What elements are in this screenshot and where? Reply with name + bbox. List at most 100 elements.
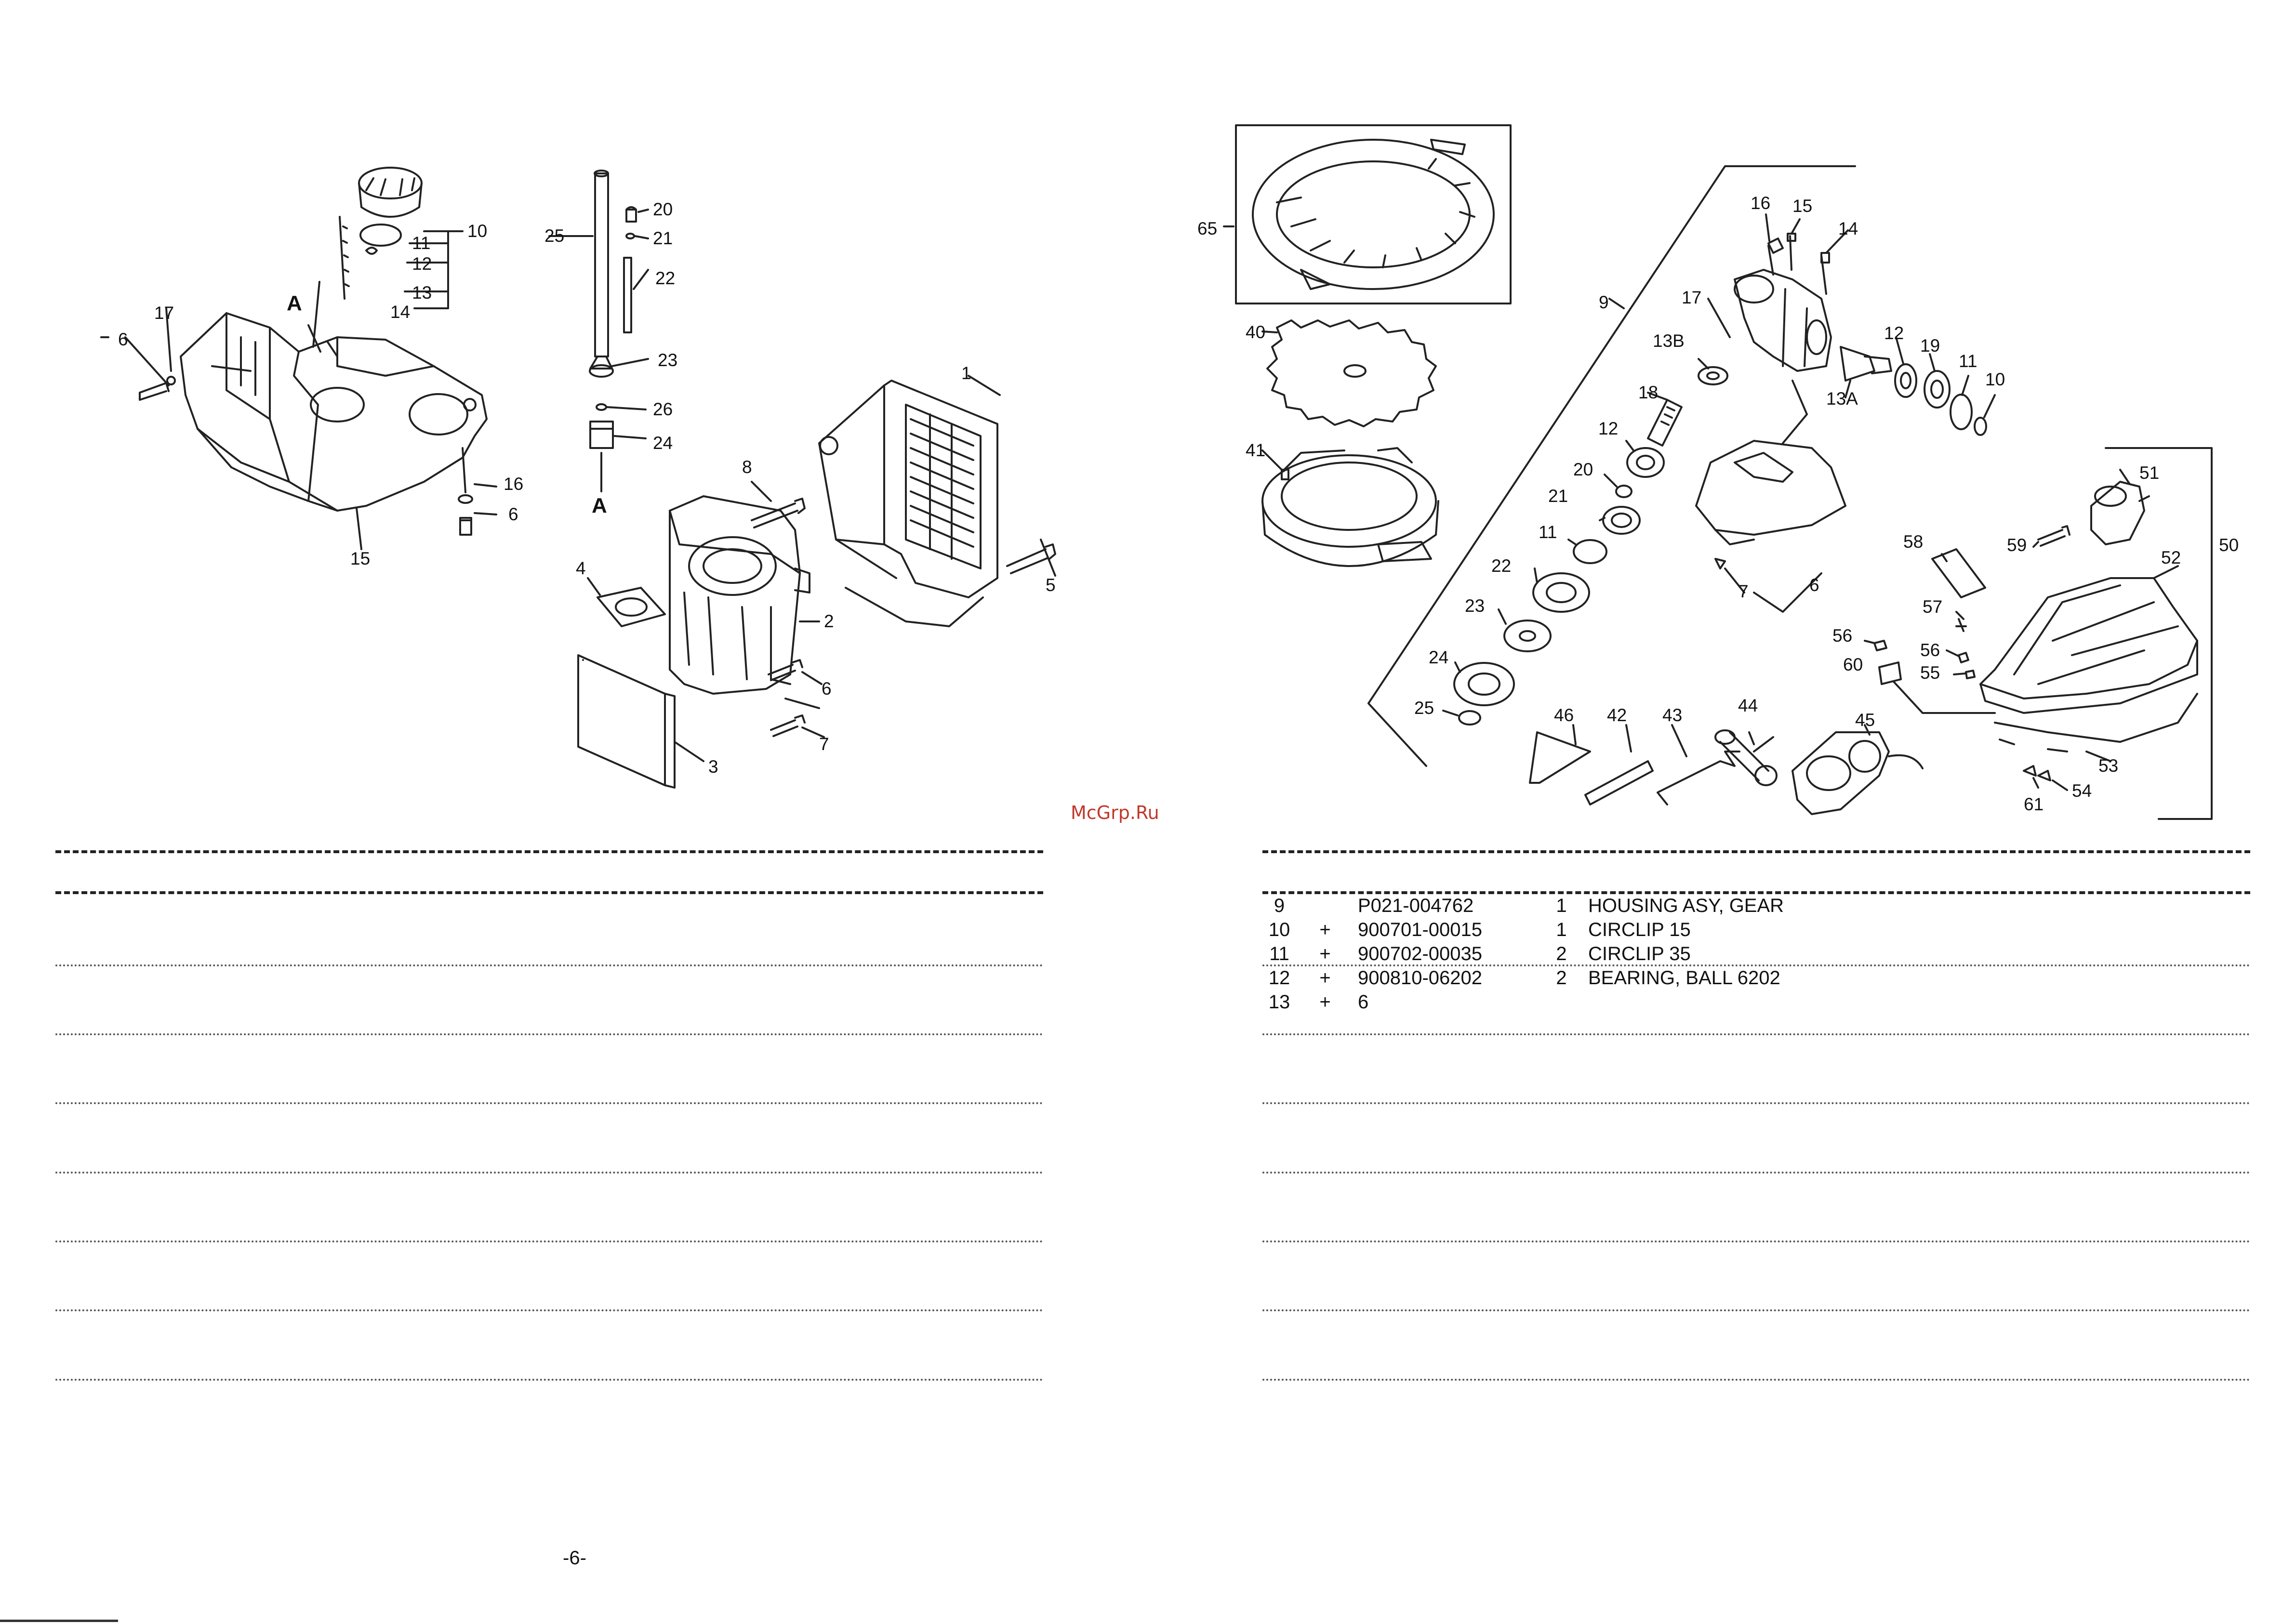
box-wrench-drawing xyxy=(1715,730,1777,785)
left-dotted-row xyxy=(55,1172,1043,1174)
left-dotted-row xyxy=(55,1102,1043,1104)
shaft-assembly-drawing xyxy=(549,171,648,491)
callout-59: 59 xyxy=(2007,535,2027,555)
part-number: 900701-00015 xyxy=(1358,919,1483,940)
right-dotted-row xyxy=(1262,964,2250,966)
callout-15: 15 xyxy=(1792,196,1813,216)
callout-22: 22 xyxy=(655,268,676,288)
right-dotted-row xyxy=(1262,1172,2250,1174)
callout-25: 25 xyxy=(1414,698,1434,718)
callout-12-left: 12 xyxy=(1598,419,1619,438)
left-dotted-row xyxy=(55,1240,1043,1242)
callout-40: 40 xyxy=(1246,322,1266,342)
part-quantity: 1 xyxy=(1556,919,1567,940)
callout-57: 57 xyxy=(1923,597,1943,617)
callout-4: 4 xyxy=(576,558,586,578)
scan-edge-mark xyxy=(0,1620,118,1622)
grass-shield-drawing xyxy=(1980,578,2197,742)
callout-16: 16 xyxy=(504,474,524,494)
goggles-drawing xyxy=(1792,732,1923,814)
callout-2: 2 xyxy=(824,611,834,631)
part-item-number: 12 xyxy=(1268,967,1290,989)
callout-1: 1 xyxy=(961,363,971,383)
callout-5: 5 xyxy=(1046,575,1056,595)
callout-13B: 13B xyxy=(1653,331,1685,351)
part-quantity xyxy=(1543,990,1579,1014)
part-mark: + xyxy=(1319,919,1331,940)
right-dotted-row xyxy=(1262,1102,2250,1104)
guard-mount-drawing xyxy=(2091,482,2149,544)
muffler-cover-drawing xyxy=(819,376,1000,626)
callout-11-left: 11 xyxy=(1539,522,1557,542)
fuel-tank-drawing xyxy=(181,313,487,511)
callout-52: 52 xyxy=(2161,548,2181,567)
part-item-number: 13 xyxy=(1268,991,1290,1013)
callout-20: 20 xyxy=(1573,460,1593,479)
callout-21: 21 xyxy=(1548,486,1568,506)
part-item-number: 11 xyxy=(1269,943,1289,964)
muffler-body-drawing xyxy=(670,496,819,708)
callout-9: 9 xyxy=(1599,292,1609,312)
callout-16: 16 xyxy=(1751,193,1771,213)
callout-17: 17 xyxy=(1682,288,1702,307)
part-number: 6 xyxy=(1358,991,1369,1013)
callout-60: 60 xyxy=(1843,655,1863,674)
part-description: HOUSING ASY, GEAR xyxy=(1588,895,1784,916)
callout-15: 15 xyxy=(350,549,371,568)
left-dotted-row xyxy=(55,1309,1043,1311)
callout-58: 58 xyxy=(1903,532,1924,552)
callout-23: 23 xyxy=(658,350,678,370)
part-mark: + xyxy=(1319,943,1331,964)
callout-42: 42 xyxy=(1607,705,1627,725)
fuel-cap-drawing xyxy=(340,168,422,299)
callout-22: 22 xyxy=(1491,556,1512,576)
callout-12: 12 xyxy=(412,254,432,274)
callout-3: 3 xyxy=(708,757,718,777)
callout-6-tank: 6 xyxy=(508,504,518,524)
callout-6: 6 xyxy=(1809,575,1819,595)
callout-12-right: 12 xyxy=(1884,323,1904,343)
left-header-rule-top xyxy=(55,850,1043,853)
callout-10: 10 xyxy=(1985,369,2005,389)
callout-44: 44 xyxy=(1738,696,1758,715)
callout-25: 25 xyxy=(544,226,565,246)
callout-24: 24 xyxy=(1429,647,1449,667)
callout-26: 26 xyxy=(653,399,673,419)
part-mark: + xyxy=(1319,967,1331,989)
part-quantity: 2 xyxy=(1556,967,1567,989)
callout-A-shaft: A xyxy=(592,494,607,517)
callout-7: 7 xyxy=(819,734,829,754)
callout-14: 14 xyxy=(390,302,411,322)
part-mark xyxy=(1306,894,1344,918)
callout-61: 61 xyxy=(2024,794,2044,814)
right-dotted-row xyxy=(1262,1309,2250,1311)
callout-20: 20 xyxy=(653,199,673,219)
part-quantity: 2 xyxy=(1556,943,1567,964)
callout-6-left: 6 xyxy=(118,330,128,349)
parts-row: 11 +900702-00035 2 CIRCLIP 35 xyxy=(1253,942,1784,966)
part-description xyxy=(1579,990,1784,1014)
callout-7: 7 xyxy=(1739,581,1749,601)
left-header-rule-bottom xyxy=(55,891,1043,894)
callout-54: 54 xyxy=(2072,781,2092,801)
gear-housing-drawing xyxy=(1735,234,1831,371)
callout-53: 53 xyxy=(2098,756,2119,776)
callout-50: 50 xyxy=(2219,535,2239,555)
part-number: 900702-00035 xyxy=(1358,943,1483,964)
callout-8: 8 xyxy=(742,457,752,477)
right-dotted-row xyxy=(1262,1240,2250,1242)
right-header-rule-bottom xyxy=(1262,891,2250,894)
callout-23: 23 xyxy=(1465,596,1485,616)
callout-24: 24 xyxy=(653,433,673,453)
left-dotted-row xyxy=(55,1379,1043,1381)
left-dotted-row xyxy=(55,1033,1043,1035)
part-description: CIRCLIP 35 xyxy=(1588,943,1691,964)
callout-A-tank: A xyxy=(287,291,302,315)
part-description: BEARING, BALL 6202 xyxy=(1588,967,1780,989)
